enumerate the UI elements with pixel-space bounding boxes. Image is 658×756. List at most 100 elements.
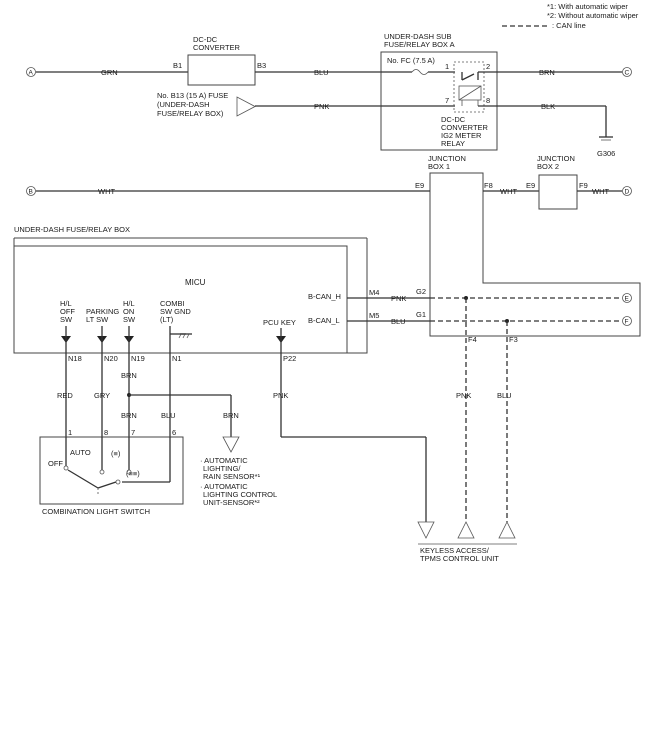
wire-wht-mid-label: WHT: [500, 187, 517, 196]
junction2-pin-e9: E9: [526, 181, 535, 190]
relay-pin-1: 1: [445, 62, 449, 71]
micu-outer-box: [13, 238, 368, 354]
dcdc-converter-title-2: CONVERTER: [193, 43, 241, 52]
junction1-title-2: BOX 1: [428, 162, 450, 171]
switch-pin-1: 1: [68, 428, 72, 437]
connector-b-label: B: [29, 189, 33, 196]
micu-combi-3: (LT): [160, 315, 174, 324]
fuse-fc-icon: [411, 69, 429, 75]
relay-title-1: DC-DC: [441, 115, 466, 124]
micu-hl-off-3: SW: [60, 315, 73, 324]
junction1-pin-g1: G1: [416, 310, 426, 319]
wire-blu-6-label: BLU: [161, 411, 176, 420]
auto-sensor-line-6: UNIT-SENSOR*²: [203, 498, 260, 507]
switch-contact-a: [63, 465, 69, 471]
switch-pin-7: 7: [131, 428, 135, 437]
switch-pin-6: 6: [172, 428, 176, 437]
wire-pnk-can-label: PNK: [391, 294, 406, 303]
combination-light-switch-box: [39, 436, 184, 505]
junction1-pin-f3: F3: [509, 335, 518, 344]
junction2-box: [538, 174, 578, 210]
relay-title-4: RELAY: [441, 139, 465, 148]
pin-m5: M5: [369, 311, 379, 320]
junction1-pin-f4: F4: [468, 335, 477, 344]
keyless-title-1: KEYLESS ACCESS/: [420, 546, 490, 555]
relay-pin-7: 7: [445, 96, 449, 105]
connector-d-label: D: [625, 189, 630, 196]
wire-brn-sensor-label: BRN: [223, 411, 239, 420]
micu-combi-1: COMBI: [160, 299, 185, 308]
switch-label: COMBINATION LIGHT SWITCH: [42, 507, 150, 516]
pin-n19: N19: [131, 354, 145, 363]
dcdc-converter-box: [187, 54, 256, 86]
relay-pin-2: 2: [486, 62, 490, 71]
wire-blk-label: BLK: [541, 102, 555, 111]
junction1-pin-g2: G2: [416, 287, 426, 296]
relay-title-2: CONVERTER: [441, 123, 489, 132]
wire-red-label: RED: [57, 391, 73, 400]
switch-position-1: (≡): [111, 449, 121, 458]
auto-sensor-line-1: · AUTOMATIC: [200, 456, 248, 465]
switch-lever-1: [67, 469, 99, 489]
micu-combi-2: SW GND: [160, 307, 191, 316]
wire-pnk-p22-label: PNK: [273, 391, 288, 400]
pin-n18: N18: [68, 354, 82, 363]
junction1-pin-e9: E9: [415, 181, 424, 190]
junction2-title-1: JUNCTION: [537, 154, 575, 163]
connector-a-label: A: [29, 70, 34, 77]
ground-g306-icon: [599, 136, 613, 141]
wire-blu-top-label: BLU: [314, 68, 329, 77]
relay-coil-diag: [458, 85, 482, 101]
pin-n20: N20: [104, 354, 118, 363]
pin-m4: M4: [369, 288, 379, 297]
wire-blu-f3-label: BLU: [497, 391, 512, 400]
connector-d: D: [622, 186, 632, 196]
auto-sensor-arrow-icon: [222, 436, 240, 453]
fuse-b13-line-3: FUSE/RELAY BOX): [157, 109, 224, 118]
switch-contact-b: [99, 469, 105, 475]
dcdc-pin-b1: B1: [173, 61, 182, 70]
junction1-title-1: JUNCTION: [428, 154, 466, 163]
wire-pnk-top-label: PNK: [314, 102, 329, 111]
micu-pcu-key: PCU KEY: [263, 318, 296, 327]
switch-pin-8: 8: [104, 428, 108, 437]
fuse-b13-triangle-icon: [236, 96, 256, 117]
fuse-b13-line-2: (UNDER-DASH: [157, 100, 210, 109]
wire-pnk-f4-label: PNK: [456, 391, 471, 400]
micu-bcan-h: B-CAN_H: [308, 292, 341, 301]
sub-box-outline: [380, 51, 498, 151]
keyless-arrow-f3-icon: [498, 521, 516, 539]
connector-f: F: [622, 316, 632, 326]
wire-brn-n19-label: BRN: [121, 371, 137, 380]
connector-e: E: [622, 293, 632, 303]
micu-hl-on-1: H/L: [123, 299, 135, 308]
pin-n1: N1: [172, 354, 182, 363]
relay-pin-8: 8: [486, 96, 490, 105]
switch-position-2: (≡≡): [126, 469, 140, 478]
wire-wht-right-label: WHT: [592, 187, 609, 196]
wire-wht-left-label: WHT: [98, 187, 115, 196]
switch-off-label: OFF: [48, 459, 63, 468]
micu-parking-1: PARKING: [86, 307, 119, 316]
wire-brn-7-label: BRN: [121, 411, 137, 420]
relay-title-3: IG2 METER: [441, 131, 482, 140]
ground-g306-label: G306: [597, 149, 615, 158]
connector-c: C: [622, 67, 632, 77]
connector-c-label: C: [625, 70, 630, 77]
dcdc-pin-b3: B3: [257, 61, 266, 70]
micu-inner-box: [14, 245, 348, 353]
relay-coil-icon: [458, 85, 482, 101]
chassis-ground-icon: [178, 333, 192, 339]
junction1-outline: [429, 172, 641, 337]
junction2-title-2: BOX 2: [537, 162, 559, 171]
wire-brn-right-label: BRN: [539, 68, 555, 77]
relay-contact-arm: [461, 73, 475, 81]
switch-contact-d: [115, 479, 121, 485]
micu-title: MICU: [185, 278, 206, 287]
legend-note-2: *2: Without automatic wiper: [547, 11, 639, 20]
connector-a: A: [26, 67, 36, 77]
micu-box-title: UNDER-DASH FUSE/RELAY BOX: [14, 225, 130, 234]
keyless-arrow-f4-icon: [457, 521, 475, 539]
junction1-pin-f8: F8: [484, 181, 493, 190]
dcdc-converter-title-1: DC-DC: [193, 35, 218, 44]
